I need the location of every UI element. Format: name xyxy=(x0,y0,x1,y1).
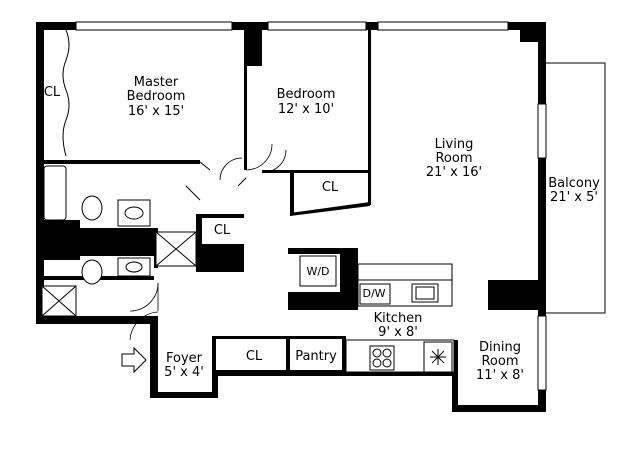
toilet-2 xyxy=(81,259,103,285)
pantry-label: Pantry xyxy=(295,349,337,364)
master-bedroom-name-1: Master xyxy=(134,75,179,90)
living-room-name-1: Living xyxy=(435,137,474,152)
master-bedroom-name-2: Bedroom xyxy=(127,89,186,104)
balcony-area xyxy=(544,62,606,314)
dining-room-name-2: Room xyxy=(481,354,518,369)
dining-room-size: 11' x 8' xyxy=(476,368,524,383)
balcony-name: Balcony xyxy=(548,176,600,191)
living-room-name-2: Room xyxy=(435,151,472,166)
bedroom-size: 12' x 10' xyxy=(278,102,334,117)
kitchen-fixtures xyxy=(299,255,453,373)
living-room-size: 21' x 16' xyxy=(426,165,482,180)
dishwasher-label: D/W xyxy=(362,287,385,300)
snowflake-icon xyxy=(430,349,446,365)
balcony-size: 21' x 5' xyxy=(550,190,598,205)
master-closet-label: CL xyxy=(44,85,61,100)
bathtub xyxy=(43,165,67,221)
dishwasher-unit xyxy=(359,283,391,305)
foyer-size: 5' x 4' xyxy=(164,365,204,380)
hall-closet-label: CL xyxy=(214,223,231,238)
kitchen-size: 9' x 8' xyxy=(378,325,418,340)
exterior-walls xyxy=(36,22,546,412)
foyer-closet-label: CL xyxy=(246,349,263,364)
entry-arrow-icon xyxy=(121,346,147,374)
stove-burners-icon xyxy=(369,345,395,371)
toilet-1 xyxy=(81,195,103,221)
kitchen-name: Kitchen xyxy=(374,311,423,326)
foyer-name: Foyer xyxy=(166,351,203,366)
washer-dryer-label: W/D xyxy=(306,265,329,278)
bedroom-name: Bedroom xyxy=(277,87,336,102)
bedroom-closet-label: CL xyxy=(322,180,339,195)
bathroom-fixtures xyxy=(41,165,197,317)
dining-room-name-1: Dining xyxy=(479,340,521,355)
master-bedroom-size: 16' x 15' xyxy=(128,104,184,119)
washer-dryer-unit xyxy=(299,255,337,287)
windows xyxy=(75,21,547,391)
doors xyxy=(129,143,287,341)
